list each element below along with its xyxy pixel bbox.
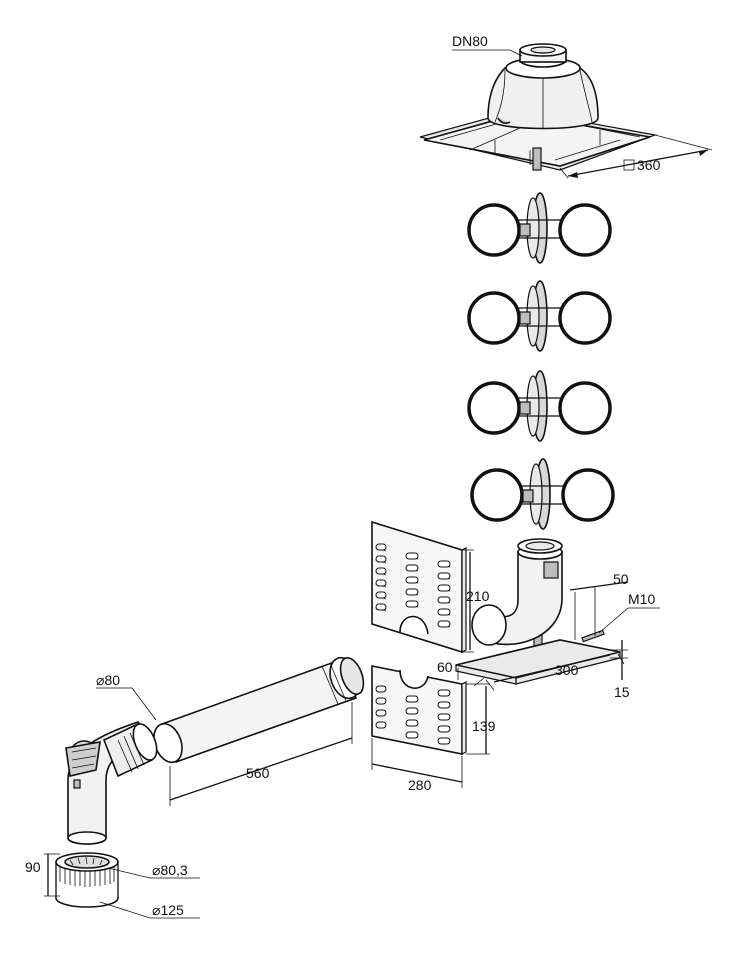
label-280: 280 [408,777,432,793]
terminal-ring [55,852,119,908]
label-15: 15 [614,684,630,700]
label-diameter-80: ⌀80 [96,672,120,688]
square-symbol-icon [623,159,635,171]
label-139: 139 [472,718,496,734]
inspection-elbow [65,721,158,845]
pipe-clamp-3 [467,370,612,442]
grille-plate-lower [371,665,467,755]
label-dn80: DN80 [452,33,488,49]
straight-pipe [153,656,365,764]
label-360: 360 [637,157,661,173]
grille-plate-upper [371,520,467,654]
label-60: 60 [437,659,453,675]
label-300: 300 [555,662,579,678]
diameter-symbol-icon: ⌀ [152,862,160,878]
pipe-clamp-4 [470,458,615,530]
label-90: 90 [25,859,41,875]
label-210: 210 [466,588,490,604]
diameter-symbol-icon: ⌀ [96,672,104,688]
label-m10: M10 [628,591,655,607]
diameter-symbol-icon: ⌀ [152,902,160,918]
roof-flange [419,43,658,171]
wall-elbow-with-bracket [455,538,621,685]
pipe-clamp-1 [467,192,612,264]
label-50: 50 [613,571,629,587]
pipe-clamp-2 [467,280,612,352]
label-diameter-80-3: ⌀80,3 [152,862,188,878]
label-diameter-125: ⌀125 [152,902,184,918]
label-560: 560 [246,765,270,781]
